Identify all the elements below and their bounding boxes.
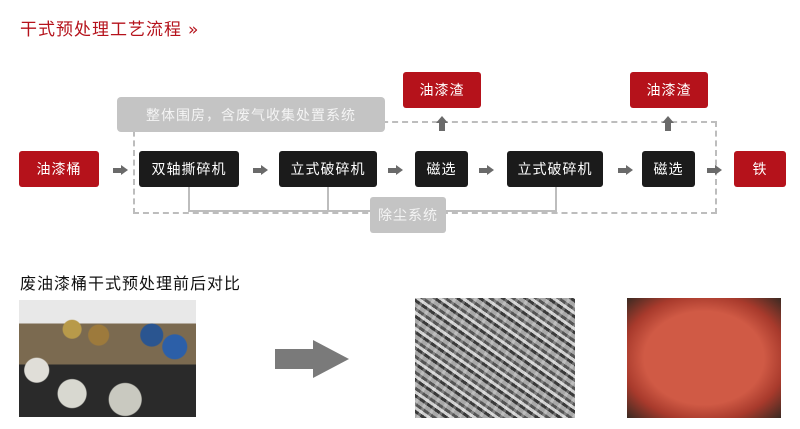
- arrow-up-icon: [662, 116, 674, 131]
- arrow-right-icon: [275, 340, 349, 378]
- title-text: 干式预处理工艺流程: [20, 20, 182, 40]
- arrow-up-icon: [436, 116, 448, 131]
- comparison-title: 废油漆桶干式预处理前后对比: [20, 274, 242, 293]
- step-shredder: 双轴撕碎机: [139, 151, 239, 187]
- photo-paint-buckets-before: [19, 300, 196, 417]
- chevron-right-icon: »: [188, 20, 200, 40]
- arrow-right-icon: [479, 165, 494, 175]
- step-magnetic-separation-2: 磁选: [642, 151, 695, 187]
- byproduct-paint-residue-2: 油漆渣: [630, 72, 708, 108]
- photo-paint-residue-after: [627, 298, 781, 418]
- arrow-right-icon: [618, 165, 633, 175]
- enclosure-label: 整体围房，含废气收集处置系统: [117, 97, 385, 132]
- dust-line: [327, 187, 329, 212]
- step-vertical-crusher: 立式破碎机: [279, 151, 377, 187]
- arrow-right-icon: [707, 165, 722, 175]
- arrow-right-icon: [253, 165, 268, 175]
- input-paint-bucket: 油漆桶: [19, 151, 99, 187]
- arrow-right-icon: [388, 165, 403, 175]
- output-iron: 铁: [734, 151, 786, 187]
- page-title: 干式预处理工艺流程 »: [20, 15, 199, 40]
- dust-line: [555, 187, 557, 212]
- step-magnetic-separation: 磁选: [415, 151, 468, 187]
- dust-line: [188, 187, 190, 212]
- arrow-right-icon: [113, 165, 128, 175]
- step-vertical-crusher-2: 立式破碎机: [507, 151, 603, 187]
- byproduct-paint-residue: 油漆渣: [403, 72, 481, 108]
- photo-shredded-metal-after: [415, 298, 575, 418]
- dust-system-label: 除尘系统: [370, 197, 446, 233]
